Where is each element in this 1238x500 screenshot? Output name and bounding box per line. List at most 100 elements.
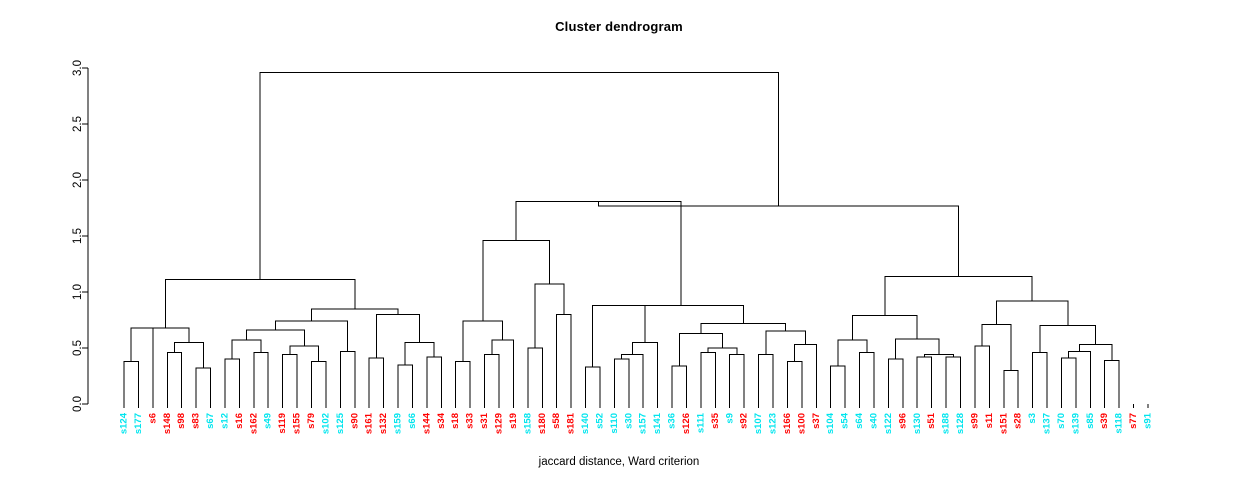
leaf-label: s6 bbox=[147, 413, 158, 424]
leaf-label: s3 bbox=[1027, 413, 1038, 424]
leaf-label: s99 bbox=[969, 413, 980, 429]
leaf-label: s92 bbox=[739, 413, 750, 429]
leaf-label: s30 bbox=[623, 413, 634, 429]
dendrogram-branch bbox=[707, 347, 738, 355]
dendrogram-branch bbox=[974, 345, 990, 404]
dendrogram-branch bbox=[253, 351, 269, 404]
leaf-label: s64 bbox=[854, 412, 865, 429]
leaf-label: s119 bbox=[277, 413, 288, 434]
dendrogram-branch bbox=[339, 350, 356, 404]
dendrogram-branch bbox=[945, 356, 962, 404]
dendrogram-branch bbox=[729, 354, 745, 404]
leaf-label: s52 bbox=[594, 413, 605, 429]
dendrogram-branch bbox=[592, 304, 646, 368]
dendrogram-branch bbox=[515, 200, 682, 306]
dendrogram-branch bbox=[598, 201, 959, 277]
dendrogram-branch bbox=[916, 356, 933, 404]
dendrogram-branch bbox=[246, 329, 305, 346]
leaf-label: s107 bbox=[753, 413, 764, 434]
leaf-label: s12 bbox=[219, 413, 230, 429]
leaf-label: s102 bbox=[320, 413, 331, 434]
dendrogram-branch bbox=[491, 339, 514, 404]
leaf-label: s110 bbox=[609, 413, 620, 434]
leaf-label: s104 bbox=[825, 412, 836, 434]
leaf-label: s158 bbox=[522, 413, 533, 434]
leaf-label: s132 bbox=[378, 413, 389, 434]
leaf-label: s177 bbox=[133, 413, 144, 434]
leaf-label: s19 bbox=[508, 413, 519, 429]
leaf-label: s118 bbox=[1114, 413, 1125, 434]
leaf-label: s90 bbox=[349, 413, 360, 429]
leaf-label: s166 bbox=[782, 413, 793, 434]
leaf-label: s162 bbox=[248, 413, 259, 434]
leaf-label: s66 bbox=[407, 413, 418, 429]
dendrogram-branch bbox=[996, 300, 1069, 326]
dendrogram-branch bbox=[534, 283, 565, 348]
leaf-label: s122 bbox=[883, 413, 894, 434]
leaf-label: s137 bbox=[1042, 413, 1053, 434]
leaf-label: s58 bbox=[551, 413, 562, 429]
dendrogram-branch bbox=[859, 351, 875, 404]
leaf-label: s140 bbox=[580, 413, 591, 434]
dendrogram-branch bbox=[484, 354, 500, 404]
leaf-label: s130 bbox=[912, 413, 923, 434]
dendrogram-branch bbox=[700, 322, 787, 334]
dendrogram-branch bbox=[1003, 369, 1019, 404]
dendrogram-branch bbox=[482, 239, 550, 322]
dendrogram-branch bbox=[310, 308, 399, 322]
dendrogram-branch bbox=[259, 71, 780, 280]
leaf-label: s85 bbox=[1085, 412, 1096, 429]
leaf-label: s148 bbox=[162, 413, 173, 434]
leaf-label: s11 bbox=[984, 412, 995, 428]
leaf-label: s54 bbox=[840, 412, 851, 429]
dendrogram-branch bbox=[282, 354, 298, 404]
leaf-label: s91 bbox=[1143, 412, 1154, 429]
leaf-label: s37 bbox=[811, 413, 822, 429]
leaf-label: s188 bbox=[941, 413, 952, 434]
dendrogram-branch bbox=[671, 365, 687, 404]
dendrogram-branch bbox=[1039, 325, 1097, 353]
leaf-label: s129 bbox=[494, 413, 505, 434]
dendrogram-branch bbox=[130, 327, 154, 404]
dendrogram-branch bbox=[404, 341, 435, 365]
dendrogram-branch bbox=[887, 358, 904, 404]
leaf-label: s9 bbox=[724, 413, 735, 424]
leaf-label: s139 bbox=[1070, 413, 1081, 434]
leaf-label: s83 bbox=[191, 413, 202, 429]
dendrogram-branch bbox=[231, 339, 262, 360]
leaf-label: s181 bbox=[566, 412, 577, 434]
leaf-label: s18 bbox=[450, 413, 461, 429]
x-axis-label: jaccard distance, Ward criterion bbox=[538, 456, 700, 468]
dendrogram-branch bbox=[462, 320, 504, 362]
dendrogram-branch bbox=[851, 315, 918, 341]
dendrogram-branch bbox=[455, 360, 471, 404]
leaf-label: s79 bbox=[306, 413, 317, 429]
leaf-label: s128 bbox=[955, 413, 966, 434]
dendrogram-branch bbox=[426, 356, 442, 404]
leaf-label: s159 bbox=[393, 413, 404, 434]
y-tick-label: 0.5 bbox=[72, 340, 84, 356]
leaf-label: s126 bbox=[681, 413, 692, 434]
dendrogram-branch bbox=[1104, 359, 1120, 404]
dendrogram-branch bbox=[837, 339, 868, 366]
leaf-label: s40 bbox=[868, 413, 879, 429]
dendrogram-branch bbox=[618, 304, 744, 324]
leaf-label: s39 bbox=[1099, 413, 1110, 429]
leaf-label: s28 bbox=[1013, 413, 1024, 429]
leaf-label: s100 bbox=[796, 413, 807, 434]
dendrogram-branch bbox=[884, 275, 1033, 316]
dendrogram-branch bbox=[166, 351, 183, 404]
dendrogram-branch bbox=[195, 367, 212, 404]
page-title: Cluster dendrogram bbox=[555, 19, 683, 34]
leaf-label: s77 bbox=[1128, 413, 1139, 429]
leaf-label: s157 bbox=[638, 413, 649, 434]
y-tick-label: 2.5 bbox=[72, 116, 84, 132]
leaf-label: s125 bbox=[335, 412, 346, 434]
dendrogram-branch bbox=[556, 313, 572, 404]
leaf-label: s35 bbox=[710, 412, 721, 429]
leaf-label: s161 bbox=[364, 412, 375, 434]
leaf-label: s111 bbox=[695, 412, 706, 433]
leaf-label: s16 bbox=[234, 413, 245, 429]
leaf-label: s180 bbox=[537, 413, 548, 434]
